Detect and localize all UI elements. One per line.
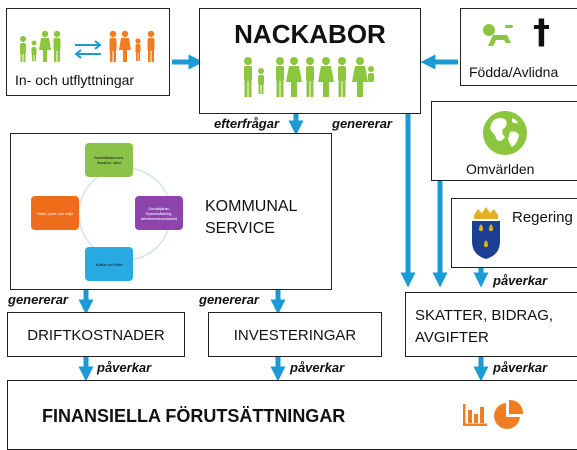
label-affects-gov: påverkar	[493, 273, 548, 288]
residents-title: NACKABOR	[234, 19, 386, 49]
crest-icon	[472, 207, 500, 259]
taxes-line1: SKATTER, BIDRAG,	[415, 307, 554, 324]
service-item-nature: Natur, park och miljö	[31, 196, 79, 230]
label-affects-inv: påverkar	[290, 360, 345, 375]
label-generates-ops: genererar	[8, 292, 68, 307]
pie-chart-icon	[494, 399, 524, 429]
residents-box: NACKABOR	[199, 8, 421, 114]
investments-box: INVESTERINGAR	[208, 312, 382, 357]
births-box: † Födda/Avlidna	[460, 8, 577, 86]
residents-people-icon	[244, 57, 374, 97]
service-item-nature-label: Natur, park och miljö	[36, 210, 74, 216]
service-item-society: Samhällsservice, livsstöd, stöd	[85, 143, 133, 177]
investments-label: INVESTERINGAR	[233, 327, 357, 344]
family-orange-icon	[109, 30, 155, 62]
cross-icon: †	[533, 12, 550, 52]
service-item-social-label: Socialtjänst, Sysselsättning, arbetsmark…	[140, 205, 178, 221]
family-icon	[20, 30, 61, 62]
operations-box: DRIFTKOSTNADER	[7, 312, 185, 357]
service-title-line2: SERVICE	[205, 220, 275, 237]
world-label: Omvärlden	[466, 161, 535, 177]
baby-icon	[483, 24, 513, 46]
finance-label: FINANSIELLA FÖRUTSÄTTNINGAR	[42, 406, 346, 426]
label-demands: efterfrågar	[214, 116, 280, 131]
service-item-social: Socialtjänst, Sysselsättning, arbetsmark…	[135, 196, 183, 230]
label-affects-ops: påverkar	[97, 360, 152, 375]
taxes-line2: AVGIFTER	[415, 329, 489, 346]
service-item-culture-label: Kultur och fritid	[95, 261, 123, 267]
label-generates-inv: genererar	[199, 292, 259, 307]
world-box: Omvärlden	[431, 101, 577, 181]
operations-label: DRIFTKOSTNADER	[27, 327, 165, 344]
government-box: Regering	[451, 198, 577, 268]
bar-chart-icon	[463, 404, 487, 426]
migration-box: In- och utflyttningar	[6, 8, 170, 96]
service-title-line1: KOMMUNAL	[205, 198, 298, 215]
service-item-society-label: Samhällsservice, livsstöd, stöd	[93, 155, 125, 165]
label-affects-tax: påverkar	[493, 360, 548, 375]
government-label: Regering	[512, 209, 573, 226]
label-generates-center: genererar	[332, 116, 392, 131]
taxes-box: SKATTER, BIDRAG, AVGIFTER	[405, 292, 577, 357]
births-label: Födda/Avlidna	[469, 64, 559, 80]
migration-label: In- och utflyttningar	[15, 72, 135, 88]
finance-box: FINANSIELLA FÖRUTSÄTTNINGAR	[7, 380, 577, 450]
service-box: Samhällsservice, livsstöd, stöd Socialtj…	[10, 133, 332, 290]
exchange-arrows-icon	[74, 40, 102, 59]
globe-icon	[483, 111, 527, 155]
service-item-culture: Kultur och fritid	[85, 247, 133, 281]
